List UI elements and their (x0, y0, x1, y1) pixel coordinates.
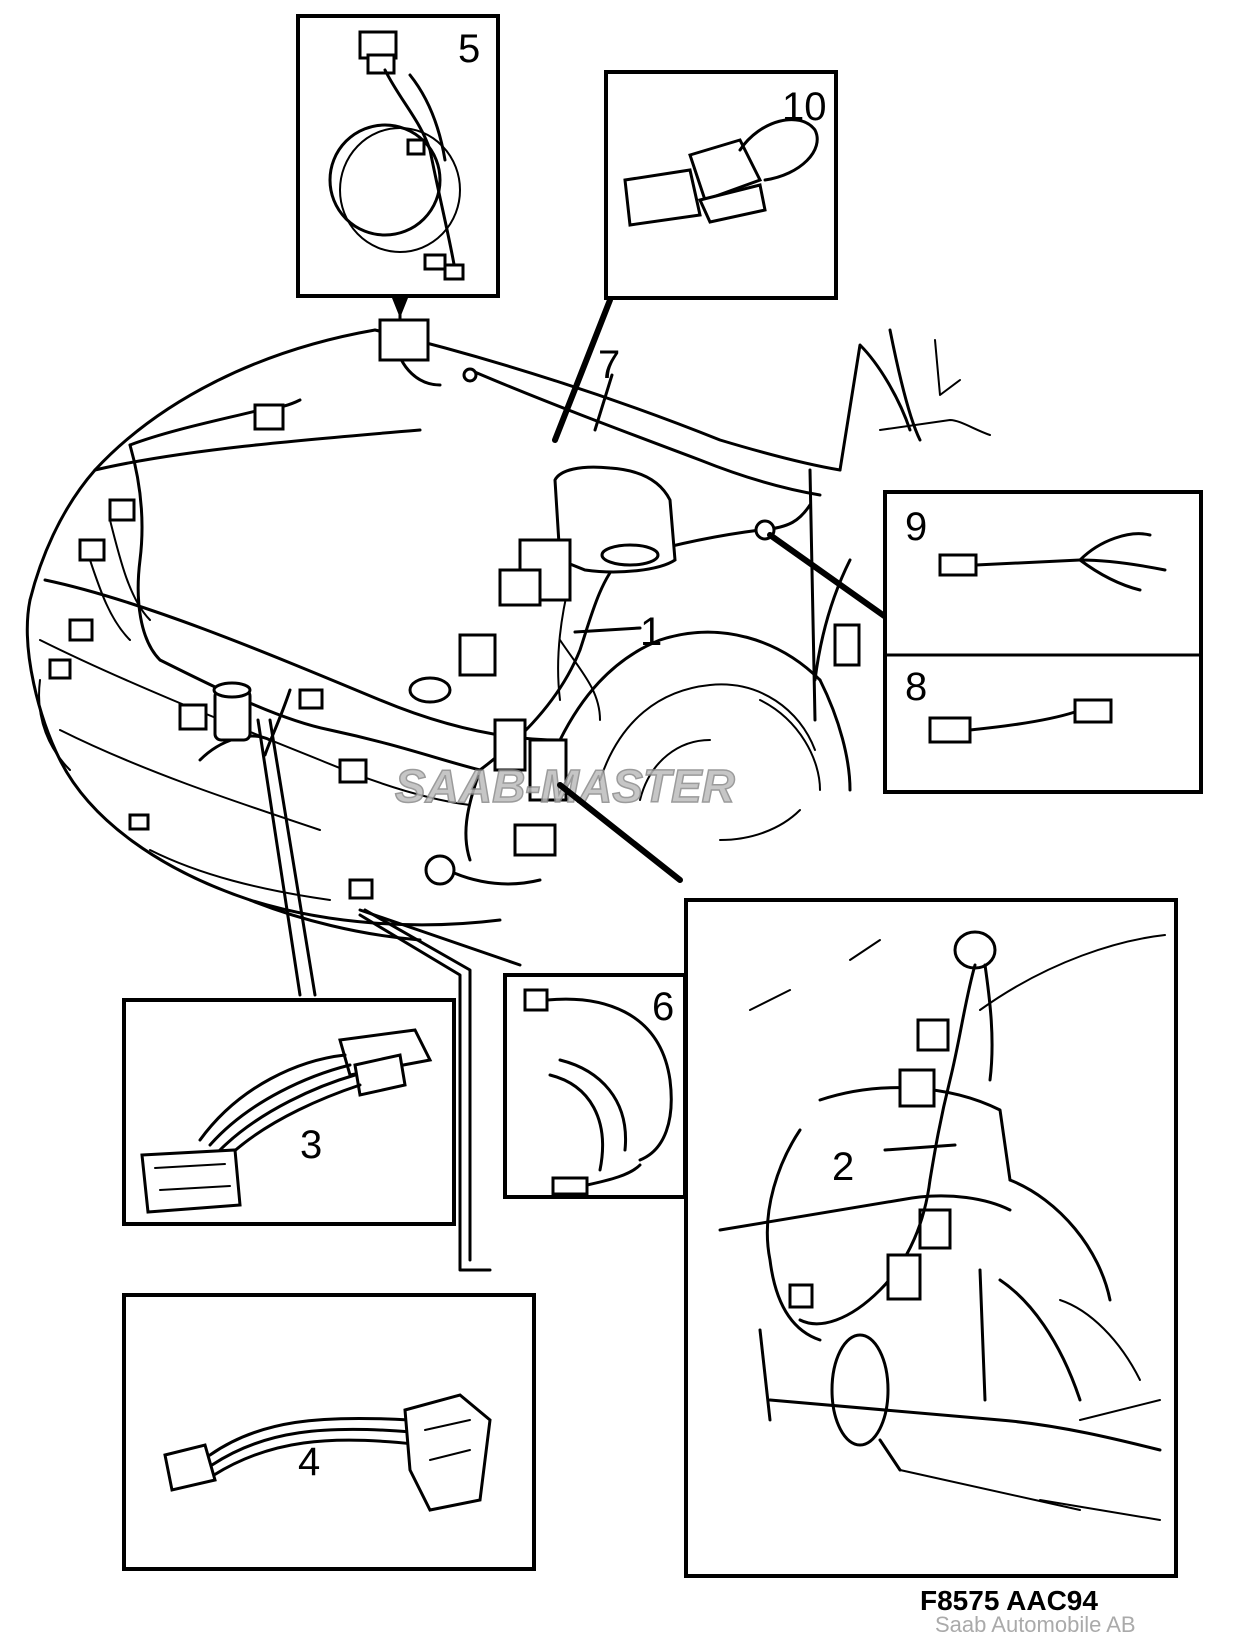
main-wiring-harness (48, 338, 822, 900)
car-body-outline (25, 328, 991, 942)
figure-code: F8575 AAC94 (920, 1585, 1098, 1616)
leader-lines (256, 293, 893, 1272)
callout-3: 3 (300, 1123, 322, 1167)
callout-7: 7 (598, 343, 620, 387)
callout-10: 10 (782, 85, 827, 129)
callout-2: 2 (832, 1145, 854, 1189)
detail-box-3: 3 (122, 998, 456, 1226)
detail-box-5: 5 (296, 14, 500, 298)
detail-box-6: 6 (503, 973, 687, 1199)
callout-4: 4 (298, 1440, 320, 1484)
callout-8: 8 (905, 665, 927, 709)
callout-9: 9 (905, 505, 927, 549)
detail-box-9-8: 9 8 (883, 490, 1203, 794)
detail-box-4: 4 (122, 1293, 536, 1571)
copyright-text: Saab Automobile AB (935, 1612, 1136, 1637)
detail-box-2: 2 (684, 898, 1178, 1578)
callout-5: 5 (458, 27, 480, 71)
engine-bay-components (178, 318, 861, 886)
detail-box-10: 10 (604, 70, 838, 300)
callout-6: 6 (652, 985, 674, 1029)
callout-1: 1 (640, 610, 662, 654)
